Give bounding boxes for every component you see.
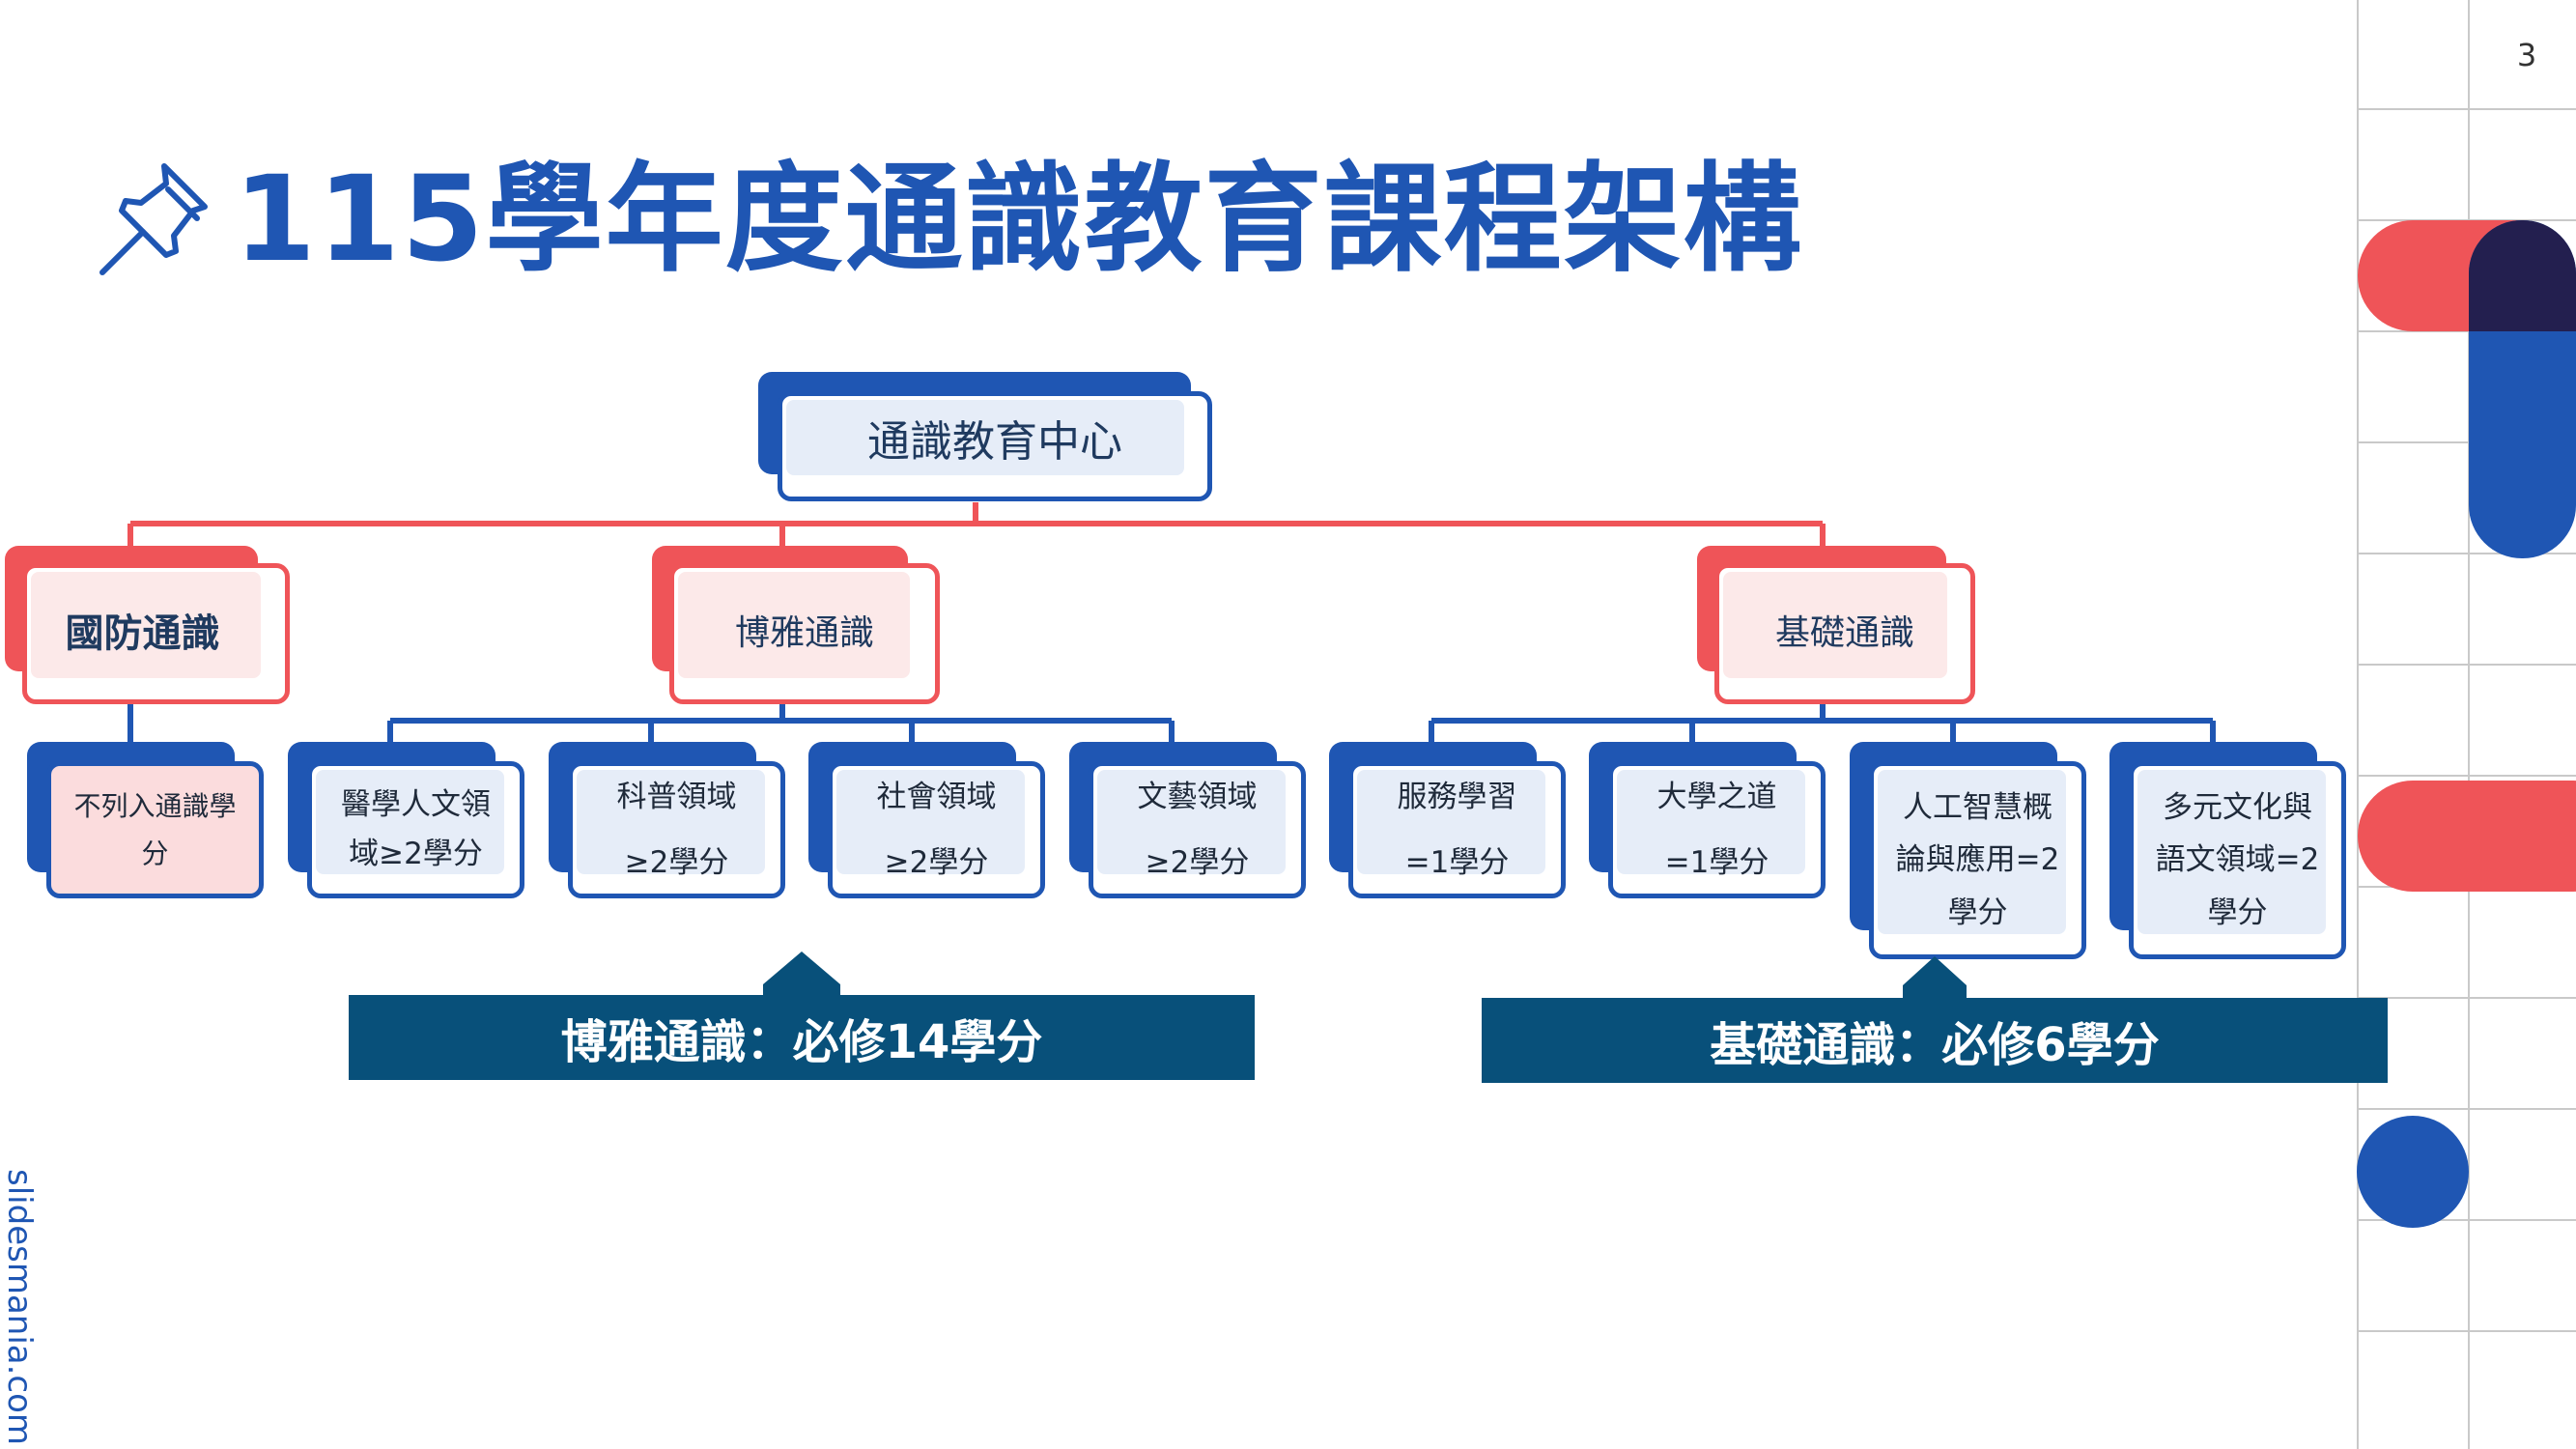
page-title: 115學年度通識教育課程架構: [234, 151, 1803, 288]
leaf-label: 社會領域≥2學分: [876, 779, 997, 880]
leaf-node-service-learning: 服務學習=1學分: [1329, 742, 1566, 898]
root-node-label: 通識教育中心: [867, 416, 1122, 467]
banner-arrow-right: [1903, 956, 1967, 999]
banner-liberal-arts: 博雅通識：必修14學分: [349, 995, 1255, 1080]
leaf-node-defense: 不列入通識學分: [27, 742, 264, 898]
root-node: 通識教育中心: [758, 372, 1222, 505]
leaf-label: 文藝領域≥2學分: [1137, 779, 1258, 880]
leaf-label: 大學之道=1學分: [1656, 779, 1777, 880]
banner-arrow-left: [763, 952, 840, 998]
banner-foundation: 基礎通識：必修6學分: [1482, 998, 2388, 1083]
leaf-node-social: 社會領域≥2學分: [808, 742, 1045, 898]
category-node-liberal-arts: 博雅通識: [652, 546, 940, 705]
category-label: 基礎通識: [1774, 613, 1914, 654]
blue-circle-shape: [2357, 1116, 2469, 1228]
category-label: 博雅通識: [734, 613, 874, 654]
page-number: 3: [2516, 37, 2537, 73]
leaf-label: 不列入通識學分: [73, 790, 237, 869]
leaf-node-university-way: 大學之道=1學分: [1589, 742, 1826, 898]
leaf-node-multicultural: 多元文化與語文領域=2學分: [2109, 742, 2346, 959]
leaf-label: 醫學人文領域≥2學分: [341, 786, 491, 871]
leaf-node-arts: 文藝領域≥2學分: [1069, 742, 1306, 898]
red-pill-shape-2: [2358, 781, 2576, 892]
pushpin-icon: [99, 163, 208, 275]
leaf-node-medical-humanities: 醫學人文領域≥2學分: [288, 742, 524, 898]
dark-overlap-shape: [2469, 219, 2576, 331]
category-label: 國防通識: [65, 611, 220, 656]
leaf-node-science: 科普領域≥2學分: [549, 742, 785, 898]
leaf-label: 人工智慧概論與應用=2學分: [1895, 790, 2060, 930]
leaf-node-ai: 人工智慧概論與應用=2學分: [1850, 742, 2086, 959]
leaf-label: 服務學習=1學分: [1397, 779, 1517, 880]
category-node-foundation: 基礎通識: [1697, 546, 1975, 705]
leaf-label: 科普領域≥2學分: [616, 779, 737, 880]
leaf-label: 多元文化與語文領域=2學分: [2155, 790, 2320, 930]
category-node-defense: 國防通識: [5, 546, 290, 705]
